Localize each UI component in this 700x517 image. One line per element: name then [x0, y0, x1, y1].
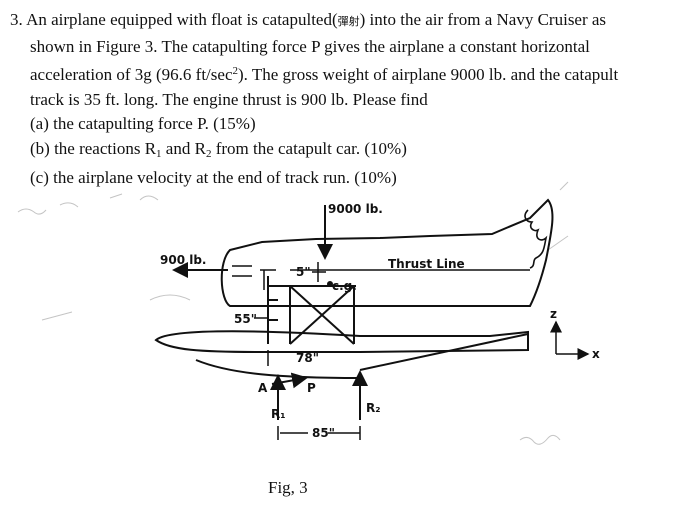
problem-line-3: acceleration of 3g (96.6 ft/sec2). The g…	[30, 65, 619, 84]
reaction-r1-label: R₁	[271, 407, 286, 421]
cg-label: c.g.	[332, 279, 357, 293]
reaction-r2-label: R₂	[366, 401, 381, 415]
problem-line-2: shown in Figure 3. The catapulting force…	[30, 36, 590, 56]
part-a: (a) the catapulting force P. (15%)	[30, 114, 256, 133]
thrust-value-label: 900 lb.	[160, 253, 207, 267]
airplane-float	[154, 330, 529, 379]
point-a-label: A	[258, 381, 268, 395]
thrust-line-label: Thrust Line	[388, 257, 465, 271]
catapult-struts	[232, 265, 356, 345]
dim-85-label: 85"	[312, 426, 335, 440]
dim-5-label: 5"	[296, 265, 311, 279]
problem-line-1: 3. An airplane equipped with float is ca…	[10, 10, 607, 29]
axis-z-label: z	[550, 307, 557, 321]
figure-caption: Fig, 3	[268, 478, 308, 497]
dim-85-line	[277, 426, 361, 440]
force-p-label: P	[307, 381, 316, 395]
axis-x-label: x	[592, 347, 600, 361]
dim-55-label: 55"	[234, 312, 257, 326]
weight-label: 9000 lb.	[328, 202, 383, 216]
problem-statement: 3. An airplane equipped with float is ca…	[10, 8, 700, 191]
problem-number: 3.	[10, 10, 23, 29]
cg-marker	[327, 281, 333, 287]
dim-5-marks	[312, 262, 326, 282]
airplane-fuselage	[220, 198, 554, 307]
part-c: (c) the airplane velocity at the end of …	[30, 168, 397, 187]
pencil-scribbles	[17, 181, 569, 445]
cjk-term: 彈射	[337, 16, 360, 28]
part-b: (b) the reactions R1 and R2 from the cat…	[30, 138, 407, 160]
problem-line-4: track is 35 ft. long. The engine thrust …	[30, 89, 428, 109]
dim-78-label: 78"	[296, 351, 319, 365]
